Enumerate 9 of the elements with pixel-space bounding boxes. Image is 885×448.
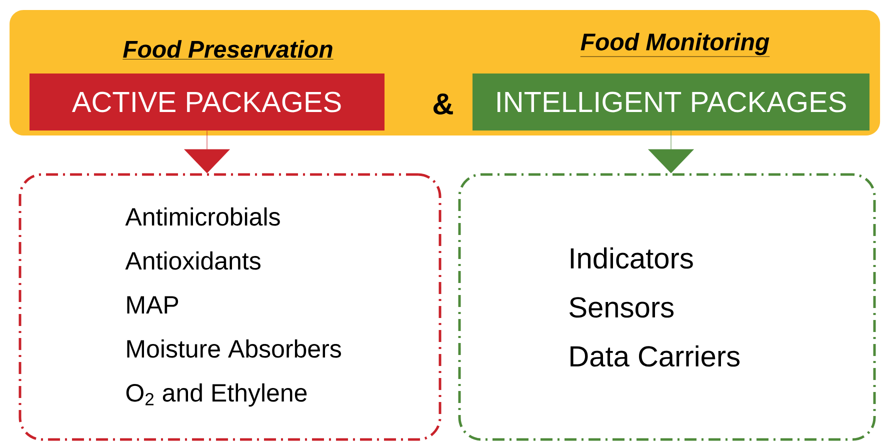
label-box: ACTIVE PACKAGES [30,74,384,130]
heading: Food Monitoring [580,32,770,57]
heading: Food Preservation [122,40,334,60]
arrow [648,130,694,174]
arrow [184,130,230,174]
list-box: Indicators Sensors Data Carriers [458,173,876,441]
ampersand: & [434,93,453,115]
list-box: Antimicrobials Antioxidants MAP Moisture Absorbers O$_{2}$ and Ethylene [18,173,442,441]
label-box: INTELLIGENT PACKAGES [472,74,870,130]
